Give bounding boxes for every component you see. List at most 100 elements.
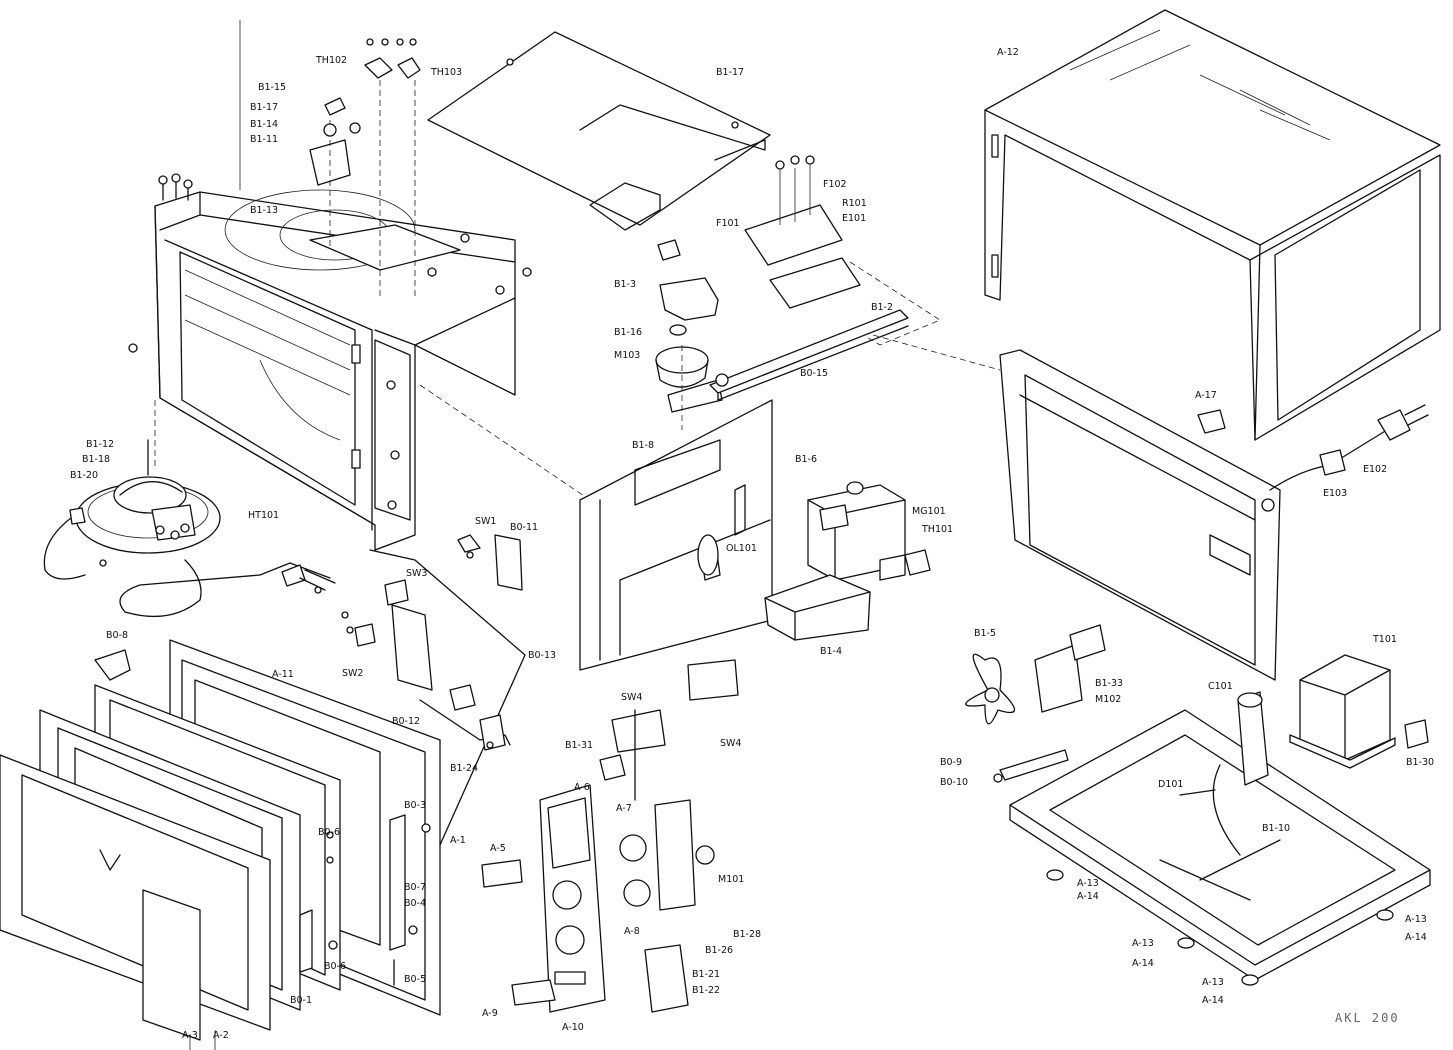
part-label-b1-24: B1-24: [450, 763, 478, 774]
part-label-a-5: A-5: [490, 843, 506, 854]
top-cover-plate: [427, 31, 771, 231]
part-label-mg101: MG101: [912, 506, 946, 517]
part-label-a-12: A-12: [997, 47, 1019, 58]
power-cord: [1269, 404, 1429, 491]
part-label-a-17: A-17: [1195, 390, 1217, 401]
part-label-f101: F101: [716, 218, 740, 229]
part-label-d101: D101: [1158, 779, 1183, 790]
part-label-sw1: SW1: [475, 516, 496, 527]
part-label-b0-6-b: B0-6: [324, 961, 346, 972]
part-label-c101: C101: [1208, 681, 1233, 692]
part-label-a-13-d: A-13: [1202, 977, 1224, 988]
part-label-sw4: SW4: [720, 738, 741, 749]
part-label-e102: E102: [1363, 464, 1387, 475]
part-label-a-13-c: A-13: [1132, 938, 1154, 949]
part-label-a-11: A-11: [272, 669, 294, 680]
part-label-a-14-b: A-14: [1405, 932, 1427, 943]
part-label-b0-4: B0-4: [404, 898, 426, 909]
part-label-b1-5: B1-5: [974, 628, 996, 639]
fan-motor: [965, 624, 1106, 725]
part-label-sw4-top: SW4: [621, 692, 642, 703]
transformer: [1289, 654, 1429, 769]
part-label-b1-31: B1-31: [565, 740, 593, 751]
part-label-th103: TH103: [430, 67, 462, 78]
part-label-m102: M102: [1095, 694, 1121, 705]
part-label-ol101: OL101: [726, 543, 757, 554]
side-panel: [579, 399, 773, 671]
part-label-b0-3: B0-3: [404, 800, 426, 811]
oven-cavity: [154, 20, 591, 551]
part-label-th101: TH101: [921, 524, 953, 535]
part-label-b1-11: B1-11: [250, 134, 278, 145]
door-assembly: [0, 639, 441, 1050]
part-label-b1-17-left: B1-17: [250, 102, 278, 113]
part-label-sw2: SW2: [342, 668, 363, 679]
part-label-b1-10: B1-10: [1262, 823, 1290, 834]
part-label-a-10: A-10: [562, 1022, 584, 1033]
part-label-a-6: A-6: [574, 782, 590, 793]
ht101-lead: [259, 562, 336, 594]
cavity-screws: [128, 38, 532, 510]
control-panel-assembly: [481, 709, 715, 1013]
part-label-b0-15: B0-15: [800, 368, 828, 379]
part-label-b1-15: B1-15: [258, 82, 286, 93]
part-label-a-14-c: A-14: [1132, 958, 1154, 969]
part-label-b1-2: B1-2: [871, 302, 893, 313]
part-label-ht101: HT101: [248, 510, 279, 521]
duct: [764, 574, 871, 641]
part-label-r101: R101: [842, 198, 867, 209]
part-label-b0-7: B0-7: [404, 882, 426, 893]
part-label-b1-14: B1-14: [250, 119, 278, 130]
part-label-e101: E101: [842, 213, 866, 224]
b0-15-bar: [709, 309, 909, 401]
part-label-e103: E103: [1323, 488, 1347, 499]
part-label-b0-5: B0-5: [404, 974, 426, 985]
turntable-base-assembly: [43, 439, 261, 618]
part-label-b1-16: B1-16: [614, 327, 642, 338]
part-label-m103: M103: [614, 350, 640, 361]
part-label-b0-10: B0-10: [940, 777, 968, 788]
part-label-b0-9: B0-9: [940, 757, 962, 768]
part-label-f102: F102: [823, 179, 847, 190]
capacitor-diode: [1179, 691, 1269, 856]
part-label-a-14-a: A-14: [1077, 891, 1099, 902]
part-label-b1-18: B1-18: [82, 454, 110, 465]
feet: [1046, 869, 1394, 986]
part-label-b1-20: B1-20: [70, 470, 98, 481]
part-label-b1-6: B1-6: [795, 454, 817, 465]
outer-cabinet: [984, 9, 1441, 441]
part-label-b0-13: B0-13: [528, 650, 556, 661]
part-label-b0-11: B0-11: [510, 522, 538, 533]
part-label-a-7: A-7: [616, 803, 632, 814]
part-label-b1-8: B1-8: [632, 440, 654, 451]
part-label-a-1: A-1: [450, 835, 466, 846]
part-label-sw3: SW3: [406, 568, 427, 579]
part-label-b0-8: B0-8: [106, 630, 128, 641]
fuse-board: [744, 155, 1001, 371]
part-label-b1-28: B1-28: [733, 929, 761, 940]
part-label-b0-12: B0-12: [392, 716, 420, 727]
part-label-b1-12: B1-12: [86, 439, 114, 450]
part-label-b1-33: B1-33: [1095, 678, 1123, 689]
magnetron: [807, 481, 931, 581]
part-label-b1-21: B1-21: [692, 969, 720, 980]
stirrer-motor-assembly: [655, 239, 723, 430]
drawing-code: AKL 200: [1335, 1011, 1400, 1025]
part-label-b0-6-a: B0-6: [318, 827, 340, 838]
back-panel: [999, 349, 1281, 681]
part-label-a-13-a: A-13: [1077, 878, 1099, 889]
part-label-m101: M101: [718, 874, 744, 885]
part-label-t101: T101: [1372, 634, 1397, 645]
part-label-a-3: A-3: [182, 1030, 198, 1041]
part-label-a-14-d: A-14: [1202, 995, 1224, 1006]
part-label-b1-3: B1-3: [614, 279, 636, 290]
part-label-b0-1: B0-1: [290, 995, 312, 1006]
part-label-b1-4: B1-4: [820, 646, 842, 657]
small-pcb: [687, 659, 739, 701]
part-labels: B1-17TH102TH103B1-15B1-17B1-14B1-11B1-13…: [70, 47, 1434, 1041]
part-label-b1-17-top: B1-17: [716, 67, 744, 78]
part-label-a-8: A-8: [624, 926, 640, 937]
part-label-b1-22: B1-22: [692, 985, 720, 996]
